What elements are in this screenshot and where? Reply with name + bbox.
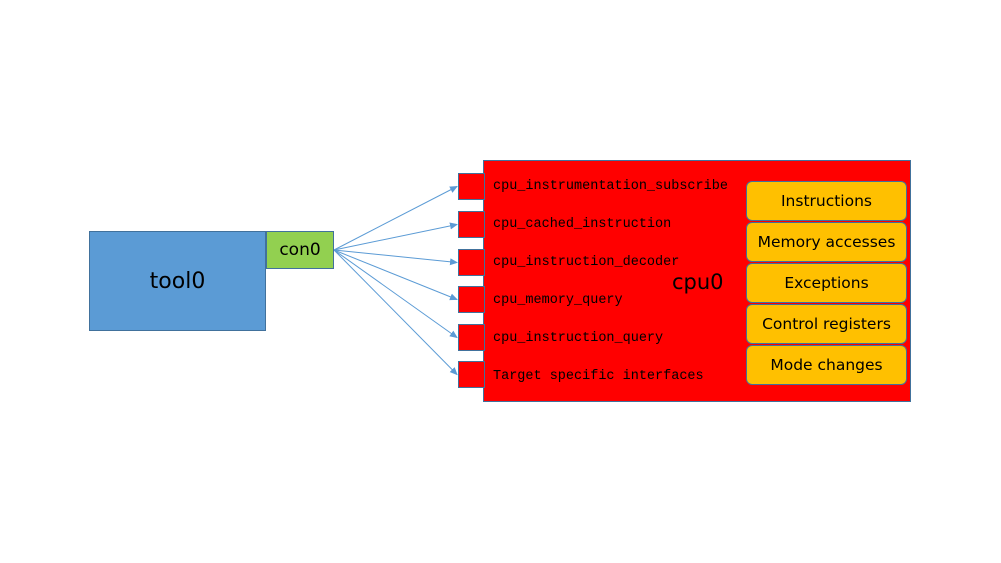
tool-box: tool0 bbox=[89, 231, 266, 331]
interface-port bbox=[458, 173, 485, 200]
connection-arrow bbox=[333, 249, 458, 301]
capability-label: Exceptions bbox=[784, 274, 869, 292]
capability-label: Control registers bbox=[762, 315, 891, 333]
connection-arrow bbox=[333, 186, 458, 251]
connector-box: con0 bbox=[266, 231, 334, 269]
interface-port bbox=[458, 249, 485, 276]
interface-label: cpu_cached_instruction bbox=[493, 217, 672, 232]
connection-arrow bbox=[333, 249, 458, 376]
interface-port bbox=[458, 361, 485, 388]
capability-box: Memory accesses bbox=[746, 222, 907, 262]
tool-label: tool0 bbox=[149, 268, 206, 294]
interface-port bbox=[458, 211, 485, 238]
capability-box: Mode changes bbox=[746, 345, 907, 385]
interface-port bbox=[458, 324, 485, 351]
capability-box: Instructions bbox=[746, 181, 907, 221]
capability-label: Instructions bbox=[780, 192, 873, 210]
interface-label: cpu_instrumentation_subscribe bbox=[493, 179, 728, 194]
connection-arrow bbox=[333, 249, 458, 266]
capability-box: Control registers bbox=[746, 304, 907, 344]
capability-label: Memory accesses bbox=[757, 233, 896, 251]
connection-arrow bbox=[333, 249, 458, 339]
connection-arrow bbox=[333, 222, 458, 251]
connector-label: con0 bbox=[279, 240, 321, 260]
interface-port bbox=[458, 286, 485, 313]
capability-box: Exceptions bbox=[746, 263, 907, 303]
interface-label: cpu_instruction_query bbox=[493, 331, 664, 346]
cpu-label: cpu0 bbox=[672, 270, 724, 294]
interface-label: Target specific interfaces bbox=[493, 369, 704, 384]
interface-label: cpu_instruction_decoder bbox=[493, 255, 680, 270]
capability-label: Mode changes bbox=[770, 356, 883, 374]
interface-label: cpu_memory_query bbox=[493, 293, 623, 308]
